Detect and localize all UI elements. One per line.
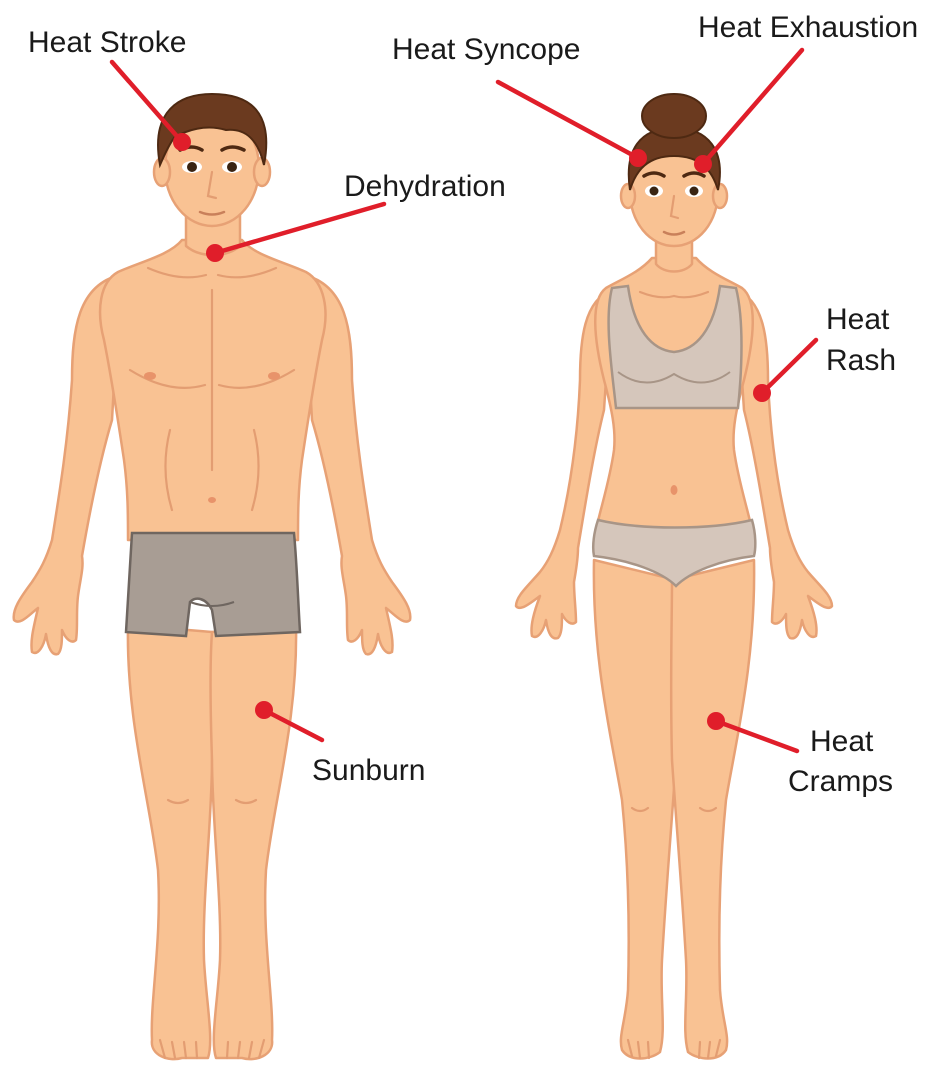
male-right-leg (211, 625, 297, 1059)
label-heat-rash-line1: Heat (826, 303, 890, 336)
callout-heat-exhaustion: Heat Exhaustion (694, 11, 918, 173)
male-figure (14, 94, 411, 1059)
callout-heat-rash: Heat Rash (753, 303, 896, 402)
marker-dot (694, 155, 712, 173)
label-sunburn: Sunburn (312, 754, 425, 787)
label-heat-rash-line2: Rash (826, 344, 896, 377)
label-dehydration: Dehydration (344, 170, 506, 203)
label-heat-stroke: Heat Stroke (28, 26, 186, 59)
marker-dot (173, 133, 191, 151)
label-heat-cramps-line1: Heat (810, 725, 874, 758)
label-heat-cramps-line2: Cramps (788, 765, 893, 798)
male-briefs (126, 533, 300, 636)
marker-dot (206, 244, 224, 262)
label-heat-exhaustion: Heat Exhaustion (698, 11, 918, 44)
female-figure (516, 94, 832, 1059)
marker-dot (753, 384, 771, 402)
marker-dot (255, 701, 273, 719)
female-hair-bun (642, 94, 706, 138)
callout-heat-syncope: Heat Syncope (392, 33, 647, 167)
marker-dot (629, 149, 647, 167)
label-heat-syncope: Heat Syncope (392, 33, 580, 66)
marker-dot (707, 712, 725, 730)
male-left-leg (128, 625, 214, 1059)
